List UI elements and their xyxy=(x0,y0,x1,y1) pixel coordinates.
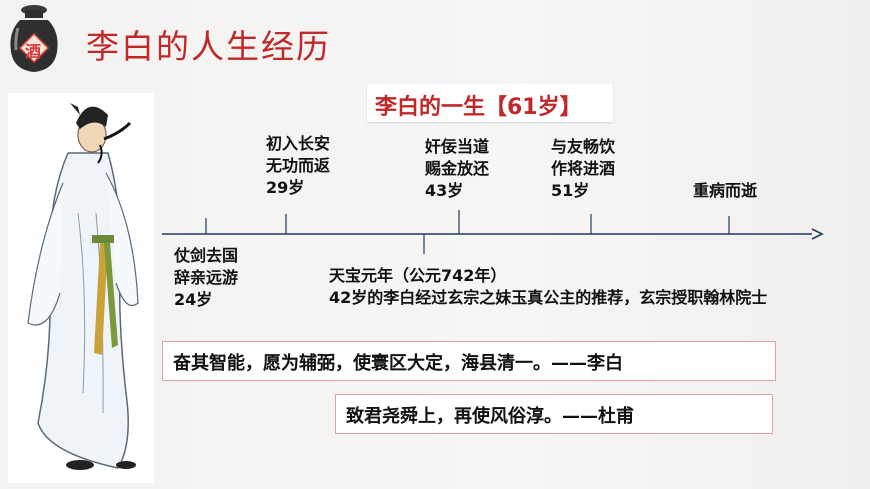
page-title: 李白的人生经历 xyxy=(86,27,331,66)
lifespan-heading: 李白的一生【61岁】 xyxy=(375,95,582,120)
jar-label-char: 酒 xyxy=(25,42,42,61)
event-24-line2: 辞亲远游 xyxy=(174,268,239,287)
event-51-age: 51岁 xyxy=(551,181,590,200)
wine-jar-icon: 酒 xyxy=(6,2,62,74)
event-42: 天宝元年（公元742年） 42岁的李白经过玄宗之妹玉真公主的推荐，玄宗授职翰林院… xyxy=(329,265,767,309)
lifespan-heading-box: 李白的一生【61岁】 xyxy=(367,84,613,122)
event-61-line1: 重病而逝 xyxy=(693,181,758,200)
event-24-line1: 仗剑去国 xyxy=(174,246,239,265)
quote-li-bai: 奋其智能，愿为辅弼，使寰区大定，海县清一。——李白 xyxy=(162,341,776,381)
event-29-age: 29岁 xyxy=(266,178,305,197)
event-24-age: 24岁 xyxy=(174,290,213,309)
quote-du-fu-text: 致君尧舜上，再使风俗淳。——杜甫 xyxy=(346,406,634,427)
event-51-line1: 与友畅饮 xyxy=(551,137,616,156)
event-29-line1: 初入长安 xyxy=(266,134,331,153)
event-43: 奸佞当道 赐金放还 43岁 xyxy=(425,136,489,202)
event-51-line2: 作将进酒 xyxy=(551,159,616,178)
event-61: 重病而逝 xyxy=(693,180,757,202)
event-43-line2: 赐金放还 xyxy=(425,159,490,178)
event-42-line1: 天宝元年（公元742年） xyxy=(329,266,507,285)
event-43-line1: 奸佞当道 xyxy=(425,137,490,156)
li-bai-portrait xyxy=(8,93,154,483)
event-51: 与友畅饮 作将进酒 51岁 xyxy=(551,136,615,202)
event-29-line2: 无功而返 xyxy=(266,156,331,175)
event-24: 仗剑去国 辞亲远游 24岁 xyxy=(174,245,238,311)
quote-li-bai-text: 奋其智能，愿为辅弼，使寰区大定，海县清一。——李白 xyxy=(173,353,623,374)
event-42-line2: 42岁的李白经过玄宗之妹玉真公主的推荐，玄宗授职翰林院士 xyxy=(329,288,768,307)
event-29: 初入长安 无功而返 29岁 xyxy=(266,133,330,199)
event-43-age: 43岁 xyxy=(425,181,464,200)
quote-du-fu: 致君尧舜上，再使风俗淳。——杜甫 xyxy=(335,394,773,434)
